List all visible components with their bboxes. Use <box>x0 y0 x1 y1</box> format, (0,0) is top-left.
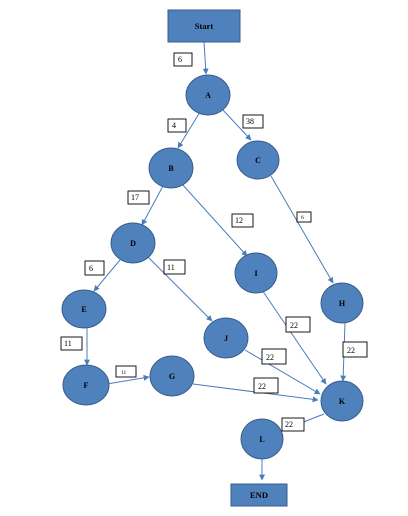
weight-d-j: 11 <box>163 259 186 275</box>
weight-labels: 6 4 38 17 12 6 6 11 <box>60 52 368 432</box>
node-b: B <box>148 147 194 189</box>
svg-text:11: 11 <box>167 263 175 272</box>
edge-f-g <box>106 374 150 385</box>
weight-a-c: 38 <box>242 114 264 129</box>
svg-text:22: 22 <box>347 346 355 355</box>
weight-e-f: 11 <box>60 336 83 351</box>
node-a-label: A <box>205 91 211 100</box>
svg-text:38: 38 <box>246 117 254 126</box>
node-f: F <box>62 364 110 406</box>
node-c-label: C <box>255 156 261 165</box>
node-k: K <box>320 380 364 422</box>
node-a: A <box>185 74 231 116</box>
weight-d-e: 6 <box>84 260 105 276</box>
node-k-label: K <box>339 397 346 406</box>
svg-text:11: 11 <box>121 370 127 376</box>
node-c: C <box>236 140 280 180</box>
edge-j-k <box>244 349 321 395</box>
weight-b-i: 12 <box>231 213 254 228</box>
node-end-label: END <box>250 490 268 500</box>
nodes: Start A B C D E F G <box>61 9 364 507</box>
weight-i-k: 22 <box>285 316 311 333</box>
node-i: I <box>234 252 278 294</box>
weight-f-g: 11 <box>115 365 137 378</box>
weight-k-l: 22 <box>281 417 305 432</box>
node-e-label: E <box>81 305 86 314</box>
edge-start-a <box>202 41 209 75</box>
weight-h-k: 22 <box>342 341 368 358</box>
edge-d-j <box>147 256 213 322</box>
edge-b-i <box>181 183 248 257</box>
svg-text:22: 22 <box>285 420 293 429</box>
node-d: D <box>110 222 156 264</box>
node-i-label: I <box>254 269 257 278</box>
node-d-label: D <box>130 239 136 248</box>
node-l-label: L <box>259 435 264 444</box>
edge-a-c <box>221 108 252 141</box>
weight-j-k: 22 <box>261 348 287 365</box>
node-g-label: G <box>169 372 175 381</box>
node-e: E <box>61 289 107 329</box>
node-j: J <box>203 317 249 359</box>
svg-text:17: 17 <box>131 193 139 202</box>
node-h: H <box>320 282 364 324</box>
svg-text:22: 22 <box>258 382 266 391</box>
svg-text:4: 4 <box>172 121 176 130</box>
node-end: END <box>230 483 288 507</box>
svg-text:22: 22 <box>290 321 298 330</box>
svg-text:6: 6 <box>89 264 93 273</box>
node-start: Start <box>167 9 241 43</box>
svg-text:6: 6 <box>178 55 182 64</box>
node-f-label: F <box>84 381 89 390</box>
edge-b-d <box>141 185 164 226</box>
svg-text:11: 11 <box>64 339 72 348</box>
svg-text:22: 22 <box>266 353 274 362</box>
weight-start-a: 6 <box>173 52 193 67</box>
edge-i-k <box>261 289 327 385</box>
weight-c-h: 6 <box>296 211 312 223</box>
node-h-label: H <box>339 299 346 308</box>
edge-d-e <box>93 259 121 292</box>
node-j-label: J <box>224 334 228 343</box>
weight-b-d: 17 <box>127 190 150 205</box>
node-start-label: Start <box>195 21 214 31</box>
weight-a-b: 4 <box>167 118 187 133</box>
edge-c-h <box>270 175 334 284</box>
weight-g-k: 22 <box>253 377 279 394</box>
edge-a-b <box>177 111 201 149</box>
node-l: L <box>240 418 284 460</box>
node-b-label: B <box>168 164 174 173</box>
node-g: G <box>149 355 195 397</box>
svg-text:12: 12 <box>235 216 243 225</box>
svg-text:6: 6 <box>301 215 304 221</box>
